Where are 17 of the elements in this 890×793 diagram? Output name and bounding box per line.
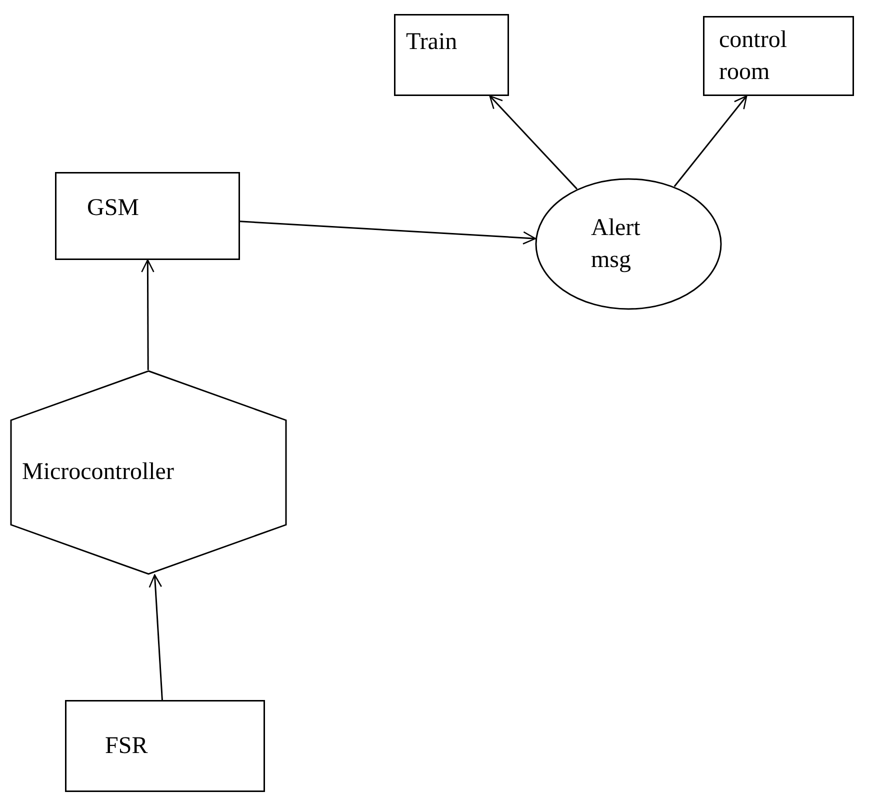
process-box bbox=[55, 172, 240, 260]
process-box bbox=[65, 700, 265, 792]
arrow bbox=[674, 95, 748, 187]
node-label: Alert msg bbox=[591, 214, 642, 275]
arrow bbox=[240, 220, 536, 245]
arrow bbox=[489, 95, 578, 190]
node-label: Train bbox=[406, 28, 458, 57]
process-box bbox=[394, 14, 509, 96]
node-label: Microcontroller bbox=[22, 458, 174, 488]
arrow bbox=[148, 574, 163, 700]
process-box bbox=[703, 16, 854, 96]
node-label: GSM bbox=[87, 194, 140, 223]
ellipse-node bbox=[535, 178, 722, 310]
node-label: FSR bbox=[105, 732, 148, 761]
arrow bbox=[141, 259, 154, 370]
node-label: control room bbox=[719, 26, 788, 88]
hexagon-node bbox=[10, 370, 287, 575]
